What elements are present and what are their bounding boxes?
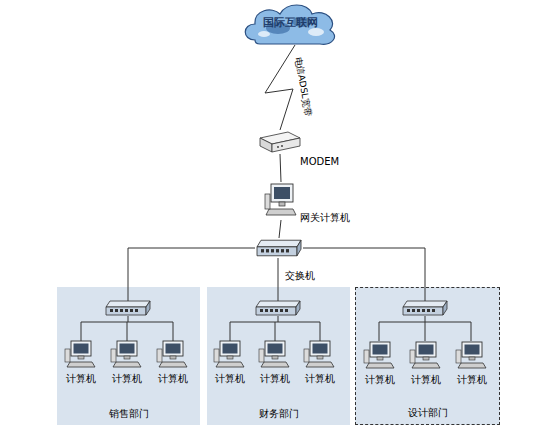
computer-symbol [257, 339, 293, 371]
computer-symbol [408, 340, 444, 372]
computer-node: 计算机 [362, 340, 398, 390]
computer-node: 计算机 [155, 339, 191, 389]
computer-node: 计算机 [109, 339, 145, 389]
link-label: 电信ADSL宽带 [292, 56, 314, 117]
computer-node: 计算机 [408, 340, 444, 390]
computer-node: 计算机 [63, 339, 99, 389]
switch-symbol [106, 301, 150, 315]
computer-node: 计算机 [454, 340, 490, 390]
department-label: 财务部门 [207, 408, 350, 420]
computer-label: 计算机 [149, 373, 197, 385]
computer-symbol [302, 339, 338, 371]
computer-node: 计算机 [257, 339, 293, 389]
computer-symbol [155, 339, 191, 371]
department-label: 销售部门 [57, 408, 200, 420]
department-band: 销售部门计算机计算机计算机 [57, 287, 200, 425]
computer-label: 计算机 [448, 374, 496, 386]
computer-symbol [454, 340, 490, 372]
device-label: 交换机 [285, 270, 315, 282]
computer-label: 计算机 [57, 373, 105, 385]
computer-symbol [362, 340, 398, 372]
department-band: 设计部门计算机计算机计算机 [355, 287, 500, 425]
switch-symbol [403, 301, 447, 315]
network-cable [128, 248, 255, 287]
computer-symbol [109, 339, 145, 371]
computer-symbol [63, 339, 99, 371]
device-label: 网关计算机 [300, 212, 350, 224]
computer-label: 计算机 [103, 373, 151, 385]
computer-symbol [264, 182, 298, 220]
network-cable [278, 258, 279, 287]
cloud-label: 国际互联网 [240, 17, 340, 29]
department-label: 设计部门 [356, 407, 499, 419]
lightning-link [265, 45, 295, 130]
network-cable [303, 248, 425, 287]
computer-node: 计算机 [212, 339, 248, 389]
pc-node: 网关计算机 [264, 182, 298, 220]
computer-label: 计算机 [402, 374, 450, 386]
switch-symbol [256, 301, 300, 315]
modem-symbol [258, 130, 302, 154]
computer-symbol [212, 339, 248, 371]
computer-label: 计算机 [296, 373, 344, 385]
switch-symbol [255, 238, 303, 258]
device-label: MODEM [300, 156, 339, 168]
computer-label: 计算机 [251, 373, 299, 385]
department-band: 财务部门计算机计算机计算机 [207, 287, 350, 425]
modem-node: MODEM [258, 130, 302, 154]
switch-node: 交换机 [255, 238, 303, 258]
computer-label: 计算机 [356, 374, 404, 386]
network-cable [279, 220, 281, 238]
computer-node: 计算机 [302, 339, 338, 389]
cloud-node: 国际互联网 [240, 0, 340, 48]
computer-label: 计算机 [206, 373, 254, 385]
network-cable [280, 154, 281, 182]
wires [81, 287, 471, 341]
